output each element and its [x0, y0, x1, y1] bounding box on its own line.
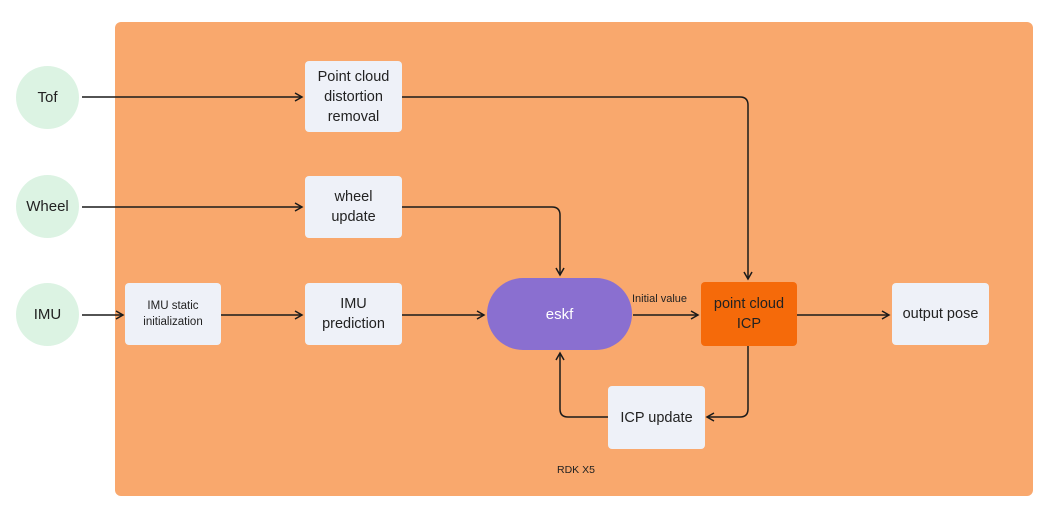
panel-label: RDK X5: [557, 464, 595, 476]
node-imu-prediction: IMU prediction: [305, 283, 402, 345]
node-wheel-update: wheel update: [305, 176, 402, 238]
input-imu: IMU: [16, 283, 79, 346]
arrow-distortion-to-icp: [402, 96, 753, 281]
arrow-icp-to-icp-update: [705, 346, 749, 422]
node-eskf: eskf: [487, 278, 632, 350]
node-imu-static-init: IMU static initialization: [125, 283, 221, 345]
node-output-pose: output pose: [892, 283, 989, 345]
arrow-wheel-update-to-eskf: [402, 206, 565, 277]
arrow-icp-update-to-eskf: [555, 351, 608, 418]
node-point-cloud-icp: point cloud ICP: [701, 282, 797, 346]
node-distortion-removal: Point cloud distortion removal: [305, 61, 402, 132]
input-tof: Tof: [16, 66, 79, 129]
node-icp-update: ICP update: [608, 386, 705, 449]
edge-label-initial-value: Initial value: [632, 293, 688, 305]
input-wheel: Wheel: [16, 175, 79, 238]
